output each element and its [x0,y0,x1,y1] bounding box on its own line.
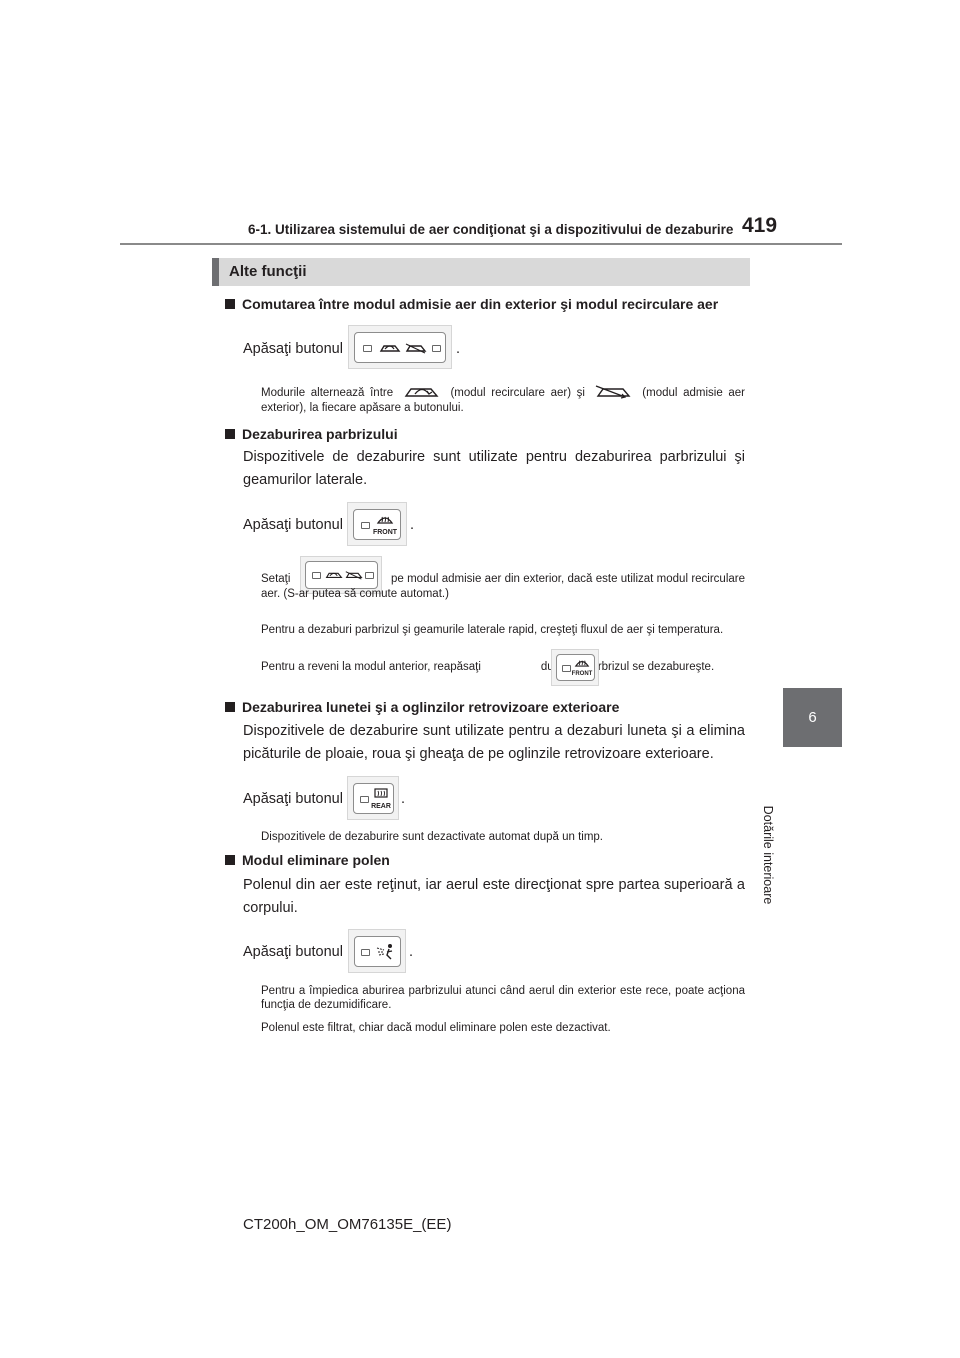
note-auto-off: Dispozitivele de dezaburire sunt dezacti… [261,831,604,843]
press-label: Apăsaţi butonul [243,944,343,960]
page-number: 419 [742,214,778,237]
car-fresh-air-icon [595,385,631,399]
press-instruction: Apăsaţi butonul [243,341,343,357]
document-code: CT200h_OM_OM76135E_(EE) [243,1216,452,1233]
press-label: Apăsaţi butonul [243,517,343,533]
running-header: 6-1. Utilizarea sistemului de aer condiţ… [248,222,734,237]
note-text: Modurile alternează între [261,387,394,399]
car-recirculation-icon [404,388,439,397]
press-suffix: . [409,944,414,960]
chapter-label-text: Dotările interioare [761,805,775,905]
subsection-heading-recirculation: Comutarea între modul admisie aer din ex… [225,296,718,312]
note-return-mode: Pentru a reveni la modul anterior, reapă… [261,660,745,674]
note-fresh-air-text: pe modul admisie aer din exterior, dacă … [261,573,745,600]
front-defogger-button-icon: FRONT [347,502,407,546]
subsection-heading-rear-defogger: Dezaburirea lunetei şi a oglinzilor retr… [225,699,619,715]
chapter-number: 6 [808,709,817,726]
note-rapid-defog: Pentru a dezaburi parbrizul şi geamurile… [261,624,724,636]
rear-defogger-button-icon: REAR [347,776,399,820]
rear-defogger-description: Dispozitivele de dezaburire sunt utiliza… [243,723,745,762]
note-dehumidify: Pentru a împiedica aburirea parbrizului … [261,985,745,1011]
note-text: Setaţi [261,573,291,585]
note-set-fresh-air: Setaţi [261,572,745,587]
front-defogger-button-icon: FRONT [551,649,599,686]
press-instruction: Apăsaţi butonul [243,944,343,960]
press-label: Apăsaţi butonul [243,341,343,357]
recirculation-button-icon [348,325,452,369]
subsection-heading-pollen: Modul eliminare polen [225,852,390,868]
press-suffix: . [456,341,461,357]
rear-label: REAR [371,803,391,810]
press-suffix: . [401,791,406,807]
front-label: FRONT [571,671,593,677]
press-suffix: . [410,517,415,533]
heading-text: Dezaburirea lunetei şi a oglinzilor retr… [242,699,620,715]
heading-text: Comutarea între modul admisie aer din ex… [242,296,719,312]
press-label: Apăsaţi butonul [243,791,343,807]
note-text: (modul admisie aer exterior), la fiecare… [261,387,745,414]
press-instruction: Apăsaţi butonul [243,791,343,807]
heading-text: Modul eliminare polen [242,852,390,868]
note-mode-toggle: Modurile alternează între (modul recircu… [261,383,745,416]
windshield-description: Dispozitivele de dezaburire sunt utiliza… [243,449,745,488]
note-text: (modul recirculare aer) şi [450,387,585,399]
press-instruction: Apăsaţi butonul [243,517,343,533]
recirculation-button-icon [300,556,382,594]
note-text: Pentru a reveni la modul anterior, reapă… [261,661,481,673]
heading-text: Dezaburirea parbrizului [242,426,398,442]
chapter-label: Dotările interioare [761,806,778,905]
header-divider [120,243,842,245]
pollen-mode-button-icon [348,929,406,973]
pollen-description: Polenul din aer este reţinut, iar aerul … [243,877,745,916]
subsection-heading-windshield: Dezaburirea parbrizului [225,426,398,442]
chapter-tab: 6 [783,688,842,747]
front-label: FRONT [372,529,398,536]
section-title-bar: Alte funcţii [212,258,750,286]
note-pollen-filtered: Polenul este filtrat, chiar dacă modul e… [261,1022,611,1034]
section-title: Alte funcţii [229,263,307,280]
